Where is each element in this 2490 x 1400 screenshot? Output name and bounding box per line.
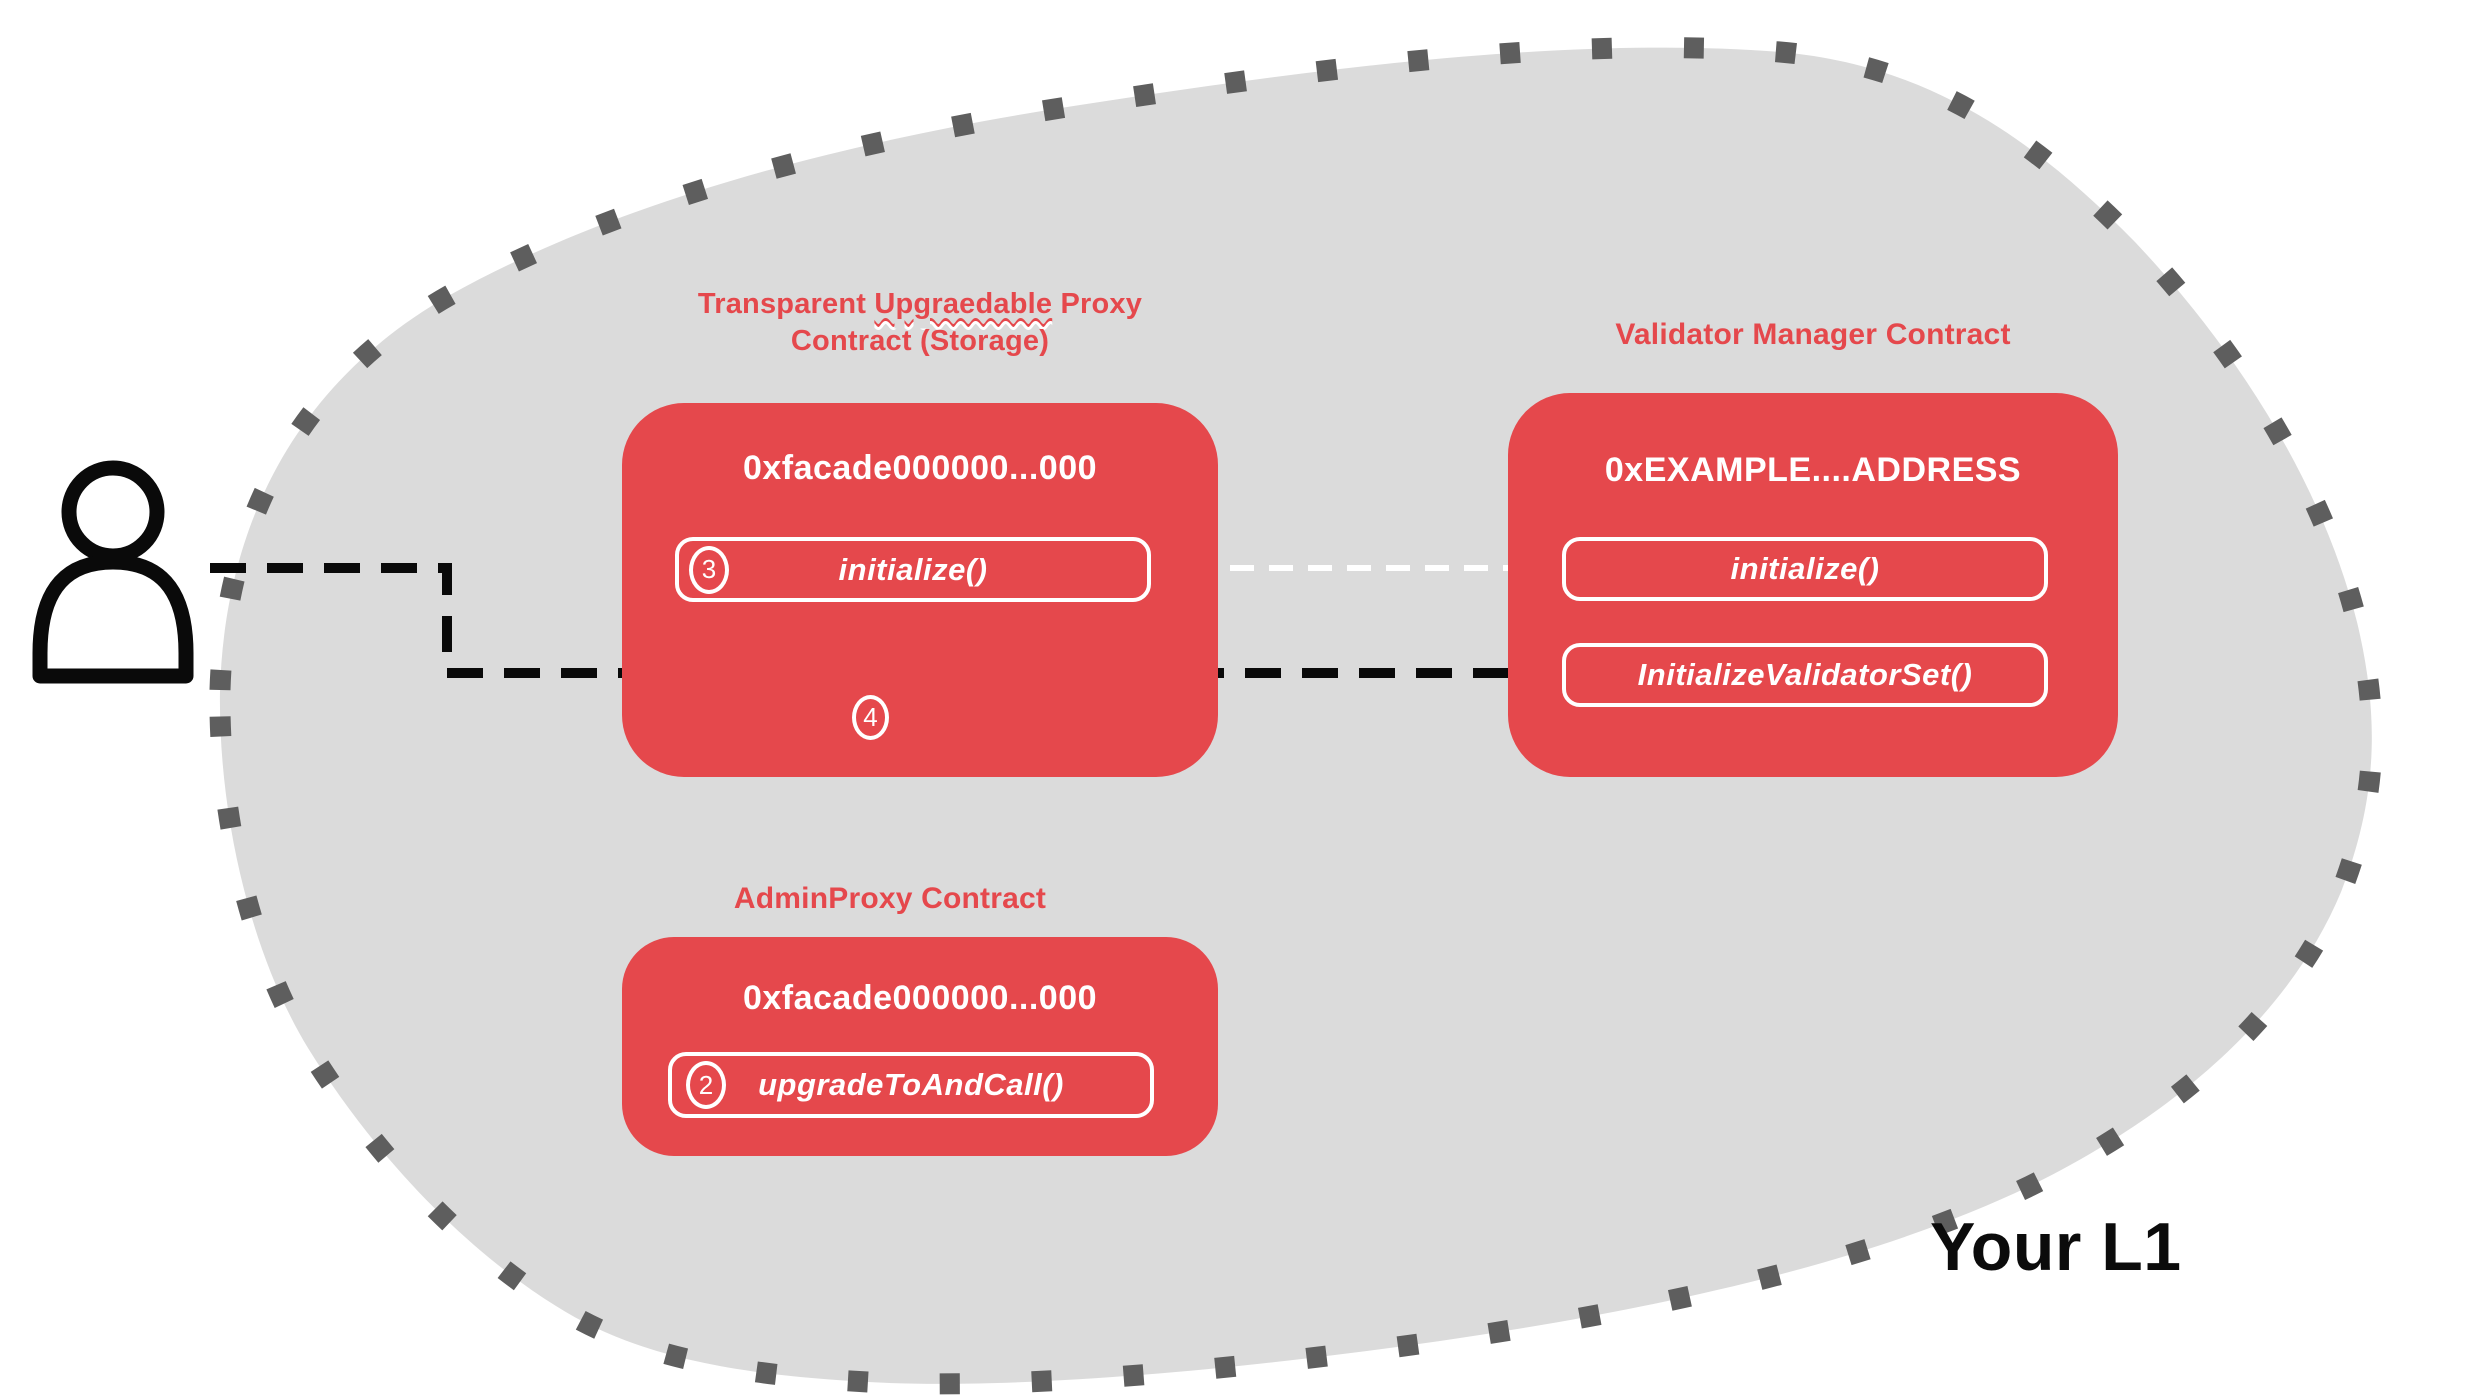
validator-contract-address: 0xEXAMPLE....ADDRESS bbox=[1604, 451, 2022, 489]
admin-contract-box: 0xfacade000000...000 2 upgradeToAndCall(… bbox=[622, 937, 1218, 1156]
admin-upgradetoandcall-button: 2 upgradeToAndCall() bbox=[668, 1052, 1154, 1118]
admin-contract-address: 0xfacade000000...000 bbox=[742, 979, 1098, 1017]
your-l1-caption: Your L1 bbox=[1930, 1209, 2182, 1285]
proxy-title-prefix: Transparent bbox=[697, 288, 875, 320]
proxy-contract-address: 0xfacade000000...000 bbox=[742, 449, 1098, 487]
validator-contract-title: Validator Manager Contract bbox=[1615, 318, 2011, 351]
admin-contract-title: AdminProxy Contract bbox=[733, 882, 1047, 915]
admin-upgradetoandcall-label: upgradeToAndCall() bbox=[758, 1067, 1064, 1102]
person-icon bbox=[32, 460, 194, 684]
proxy-contract-box: 0xfacade000000...000 3 initialize() 4 bbox=[622, 403, 1218, 777]
proxy-contract-title-line2: Contract (Storage) bbox=[790, 325, 1050, 357]
proxy-initialize-label: initialize() bbox=[838, 551, 988, 587]
validator-initialize-button: initialize() bbox=[1562, 537, 2048, 601]
proxy-title-misspelled-word: Upgraedable bbox=[874, 288, 1053, 320]
validator-initialize-label: initialize() bbox=[1730, 551, 1880, 586]
validator-contract-box: 0xEXAMPLE....ADDRESS initialize() Initia… bbox=[1508, 393, 2118, 777]
validator-initializevalidatorset-label: InitializeValidatorSet() bbox=[1637, 657, 1973, 692]
proxy-initialize-button: 3 initialize() bbox=[675, 537, 1151, 602]
proxy-title-suffix: Proxy bbox=[1052, 288, 1143, 320]
proxy-contract-title: Transparent Upgraedable Proxy Contract (… bbox=[622, 286, 1218, 360]
step-4-badge: 4 bbox=[852, 695, 889, 740]
step-3-badge: 3 bbox=[689, 545, 729, 594]
misspelling-squiggle: Upgraedable bbox=[874, 288, 1052, 320]
proxy-contract-title-line1: Transparent Upgraedable Proxy bbox=[622, 286, 1218, 323]
validator-initializevalidatorset-button: InitializeValidatorSet() bbox=[1562, 643, 2048, 707]
step-2-badge: 2 bbox=[686, 1061, 726, 1109]
